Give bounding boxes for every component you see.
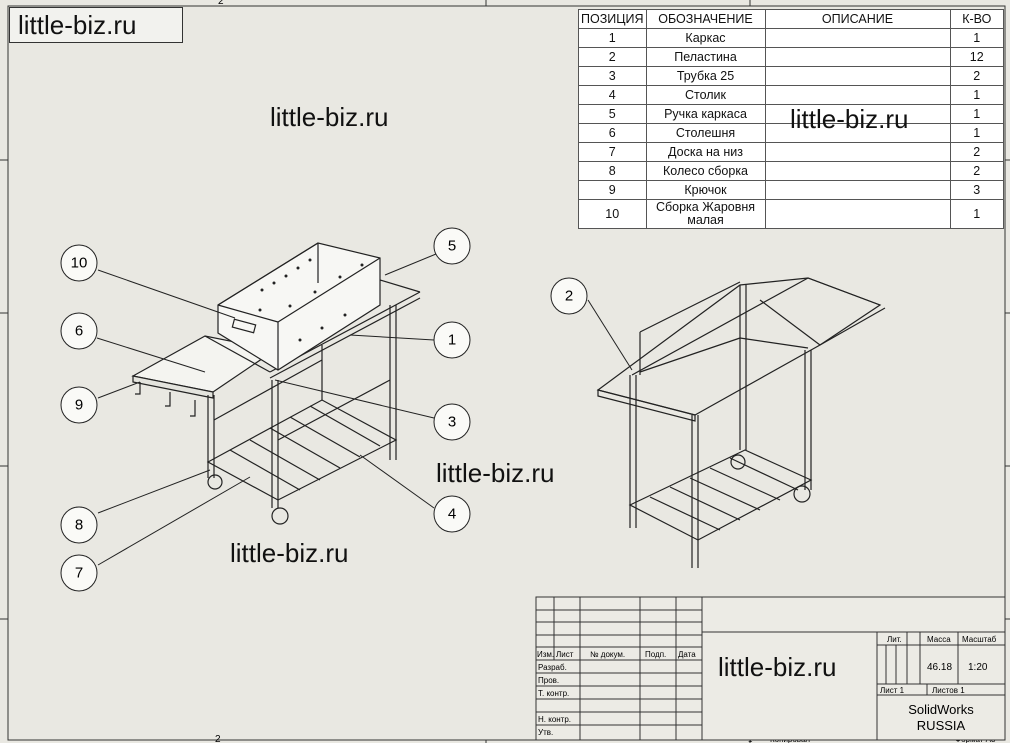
bom-pos: 8 bbox=[578, 161, 647, 181]
title-block bbox=[535, 596, 1006, 741]
balloon-7: 7 bbox=[75, 565, 83, 582]
balloon-4: 4 bbox=[448, 506, 456, 523]
tb-prov: Пров. bbox=[538, 676, 559, 685]
balloon-6: 6 bbox=[75, 323, 83, 340]
bom-qty: 1 bbox=[949, 104, 1004, 124]
tb-lit: Лит. bbox=[887, 635, 902, 644]
bom-header-qty: К-ВО bbox=[949, 9, 1004, 29]
bom-qty: 2 bbox=[949, 142, 1004, 162]
watermark-box: little-biz.ru bbox=[9, 7, 183, 43]
bom-name: Колесо сборка bbox=[645, 161, 766, 181]
watermark-top-left: little-biz.ru bbox=[18, 10, 137, 40]
bom-pos: 9 bbox=[578, 180, 647, 200]
balloons bbox=[60, 227, 588, 592]
balloon-10: 10 bbox=[71, 255, 88, 272]
tb-massa-value: 46.18 bbox=[927, 662, 952, 673]
balloon-8: 8 bbox=[75, 517, 83, 534]
tb-utv: Утв. bbox=[538, 728, 553, 737]
bom-name: Столешня bbox=[645, 123, 766, 143]
tb-doc: № докум. bbox=[590, 650, 625, 659]
tb-sheets: Листов 1 bbox=[932, 686, 965, 695]
tb-data: Дата bbox=[678, 650, 696, 659]
bom-desc bbox=[764, 161, 951, 181]
tb-masshtab: Масштаб bbox=[962, 635, 997, 644]
bom-header-name: ОБОЗНАЧЕНИЕ bbox=[645, 9, 766, 29]
bom-desc bbox=[764, 180, 951, 200]
bom-pos: 4 bbox=[578, 85, 647, 105]
tb-razrab: Разраб. bbox=[538, 663, 567, 672]
bom-name: Столик bbox=[645, 85, 766, 105]
balloon-5: 5 bbox=[448, 238, 456, 255]
bom-pos: 2 bbox=[578, 47, 647, 67]
bom-pos: 6 bbox=[578, 123, 647, 143]
watermark-lower: little-biz.ru bbox=[230, 538, 349, 568]
bom-qty: 1 bbox=[949, 85, 1004, 105]
right-frame-view bbox=[596, 277, 886, 568]
watermark-upper: little-biz.ru bbox=[270, 102, 389, 132]
bom-desc bbox=[764, 199, 951, 229]
bom-name: Трубка 25 bbox=[645, 66, 766, 86]
balloon-2: 2 bbox=[565, 288, 573, 305]
bom-header-row: ПОЗИЦИЯ ОБОЗНАЧЕНИЕ ОПИСАНИЕ К-ВО bbox=[578, 9, 1004, 29]
tb-podp: Подп. bbox=[645, 650, 666, 659]
tb-company-1: SolidWorks bbox=[908, 702, 974, 717]
bom-pos: 3 bbox=[578, 66, 647, 86]
balloon-3: 3 bbox=[448, 414, 456, 431]
tb-massa: Масса bbox=[927, 635, 951, 644]
bom-header-desc: ОПИСАНИЕ bbox=[764, 9, 951, 29]
tb-tkontr: Т. контр. bbox=[538, 689, 569, 698]
bom-name: Пеластина bbox=[645, 47, 766, 67]
tb-sheet: Лист 1 bbox=[880, 686, 905, 695]
bom-name: Доска на низ bbox=[645, 142, 766, 162]
bom-pos: 10 bbox=[578, 199, 647, 229]
bom-qty: 3 bbox=[949, 180, 1004, 200]
bom-qty: 12 bbox=[949, 47, 1004, 67]
tb-masshtab-value: 1:20 bbox=[968, 662, 988, 673]
bom-header-pos: ПОЗИЦИЯ bbox=[578, 9, 647, 29]
bom-qty: 2 bbox=[949, 161, 1004, 181]
bom-qty: 2 bbox=[949, 66, 1004, 86]
bom-desc bbox=[764, 142, 951, 162]
bom-desc bbox=[764, 28, 951, 48]
bom-qty: 1 bbox=[949, 28, 1004, 48]
bom-desc bbox=[764, 66, 951, 86]
bom-qty: 1 bbox=[949, 123, 1004, 143]
watermark-middle: little-biz.ru bbox=[436, 458, 555, 488]
watermark-table: little-biz.ru bbox=[790, 104, 909, 134]
bom-pos: 5 bbox=[578, 104, 647, 124]
tb-company-2: RUSSIA bbox=[917, 718, 966, 733]
balloon-9: 9 bbox=[75, 397, 83, 414]
bom-name: Крючок bbox=[645, 180, 766, 200]
bom-desc bbox=[764, 47, 951, 67]
tb-list: Лист bbox=[556, 650, 574, 659]
zone-bottom-label: 2 bbox=[215, 734, 221, 743]
bom-name: Каркас bbox=[645, 28, 766, 48]
bom-pos: 7 bbox=[578, 142, 647, 162]
bom-pos: 1 bbox=[578, 28, 647, 48]
bom-name: Сборка Жаровня малая bbox=[645, 199, 766, 229]
left-assembly-view bbox=[131, 242, 421, 525]
balloon-leaders bbox=[96, 253, 633, 566]
watermark-title-block: little-biz.ru bbox=[718, 652, 837, 682]
tb-izm: Изм. bbox=[537, 650, 554, 659]
tb-nkontr: Н. контр. bbox=[538, 715, 571, 724]
bom-name: Ручка каркаса bbox=[645, 104, 766, 124]
bom-qty: 1 bbox=[949, 199, 1004, 229]
bom-desc bbox=[764, 85, 951, 105]
zone-top-label: 2 bbox=[218, 0, 224, 7]
balloon-1: 1 bbox=[448, 332, 456, 349]
